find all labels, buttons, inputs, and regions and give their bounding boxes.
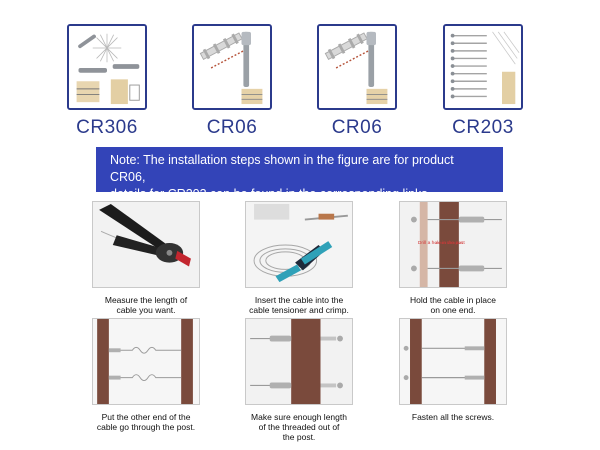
product-code-label: CR306 <box>76 117 138 138</box>
fastened-screws-icon <box>400 319 506 404</box>
product-image-cr306[interactable] <box>67 24 147 110</box>
cable-cutter-icon <box>93 202 199 287</box>
step-4-image <box>92 318 200 405</box>
step-2-caption: Insert the cable into the cable tensione… <box>249 295 349 315</box>
cable-tensioner-assortment-image <box>69 26 145 108</box>
cable-railing-kit-assortment-image <box>445 26 521 108</box>
step-5-caption: Make sure enough length of the threaded … <box>251 412 347 442</box>
note-line: details for CR203 can be found in the co… <box>110 187 432 201</box>
installation-note-banner: Note: The installation steps shown in th… <box>96 147 503 201</box>
product-image-cr06[interactable] <box>317 24 397 110</box>
step-3-image: Drill a hole in the post <box>399 201 507 288</box>
step-1-image <box>92 201 200 288</box>
drill-annotation-text: Drill a hole in the post <box>418 240 466 246</box>
crimping-tool-icon <box>246 202 352 287</box>
cable-tensioner-with-threaded-stud-image <box>319 26 395 108</box>
step-4-caption: Put the other end of the cable go throug… <box>96 412 196 432</box>
step-1-caption: Measure the length of cable you want. <box>104 295 188 315</box>
step-2-image <box>245 201 353 288</box>
step-5-image <box>245 318 353 405</box>
step-3-caption: Hold the cable in place on one end. <box>409 295 496 315</box>
note-line: Note: The installation steps shown in th… <box>110 153 454 184</box>
product-image-cr06[interactable] <box>192 24 272 110</box>
threaded-stud-post-icon <box>246 319 352 404</box>
step-6-image <box>399 318 507 405</box>
post-drill-icon: Drill a hole in the post <box>400 202 506 287</box>
cable-through-posts-icon <box>93 319 199 404</box>
product-code-label: CR203 <box>452 117 514 138</box>
step-6-caption: Fasten all the screws. <box>411 412 495 422</box>
product-code-label: CR06 <box>206 117 258 138</box>
product-image-cr203[interactable] <box>443 24 523 110</box>
cable-tensioner-with-threaded-stud-image <box>194 26 270 108</box>
product-code-label: CR06 <box>331 117 383 138</box>
